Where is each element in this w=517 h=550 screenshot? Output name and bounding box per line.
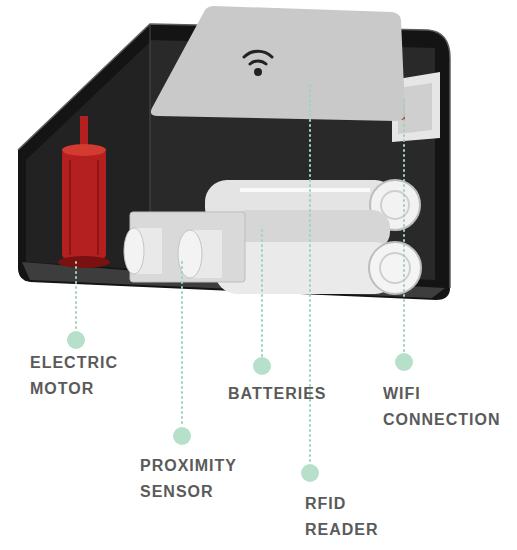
electric-motor: [62, 144, 106, 156]
leader-line: [181, 262, 183, 426]
electric-motor: [62, 148, 106, 260]
wifi-symbol: [250, 61, 266, 64]
battery-end: [380, 253, 410, 283]
motor-ridge: [69, 160, 71, 255]
leader-line: [403, 100, 405, 352]
marker-dot: [395, 353, 413, 371]
leader-line: [75, 262, 77, 330]
wifi-symbol: [254, 68, 262, 76]
motor-base: [58, 256, 110, 268]
motor-ridge: [97, 160, 99, 255]
marker-dot: [301, 464, 319, 482]
proximity-sensor: [178, 230, 202, 278]
marker-dot: [67, 331, 85, 349]
part-label: ELECTRIC MOTOR: [30, 350, 130, 402]
battery-highlight: [240, 188, 370, 192]
part-label: BATTERIES: [228, 381, 358, 407]
marker-dot: [253, 357, 271, 375]
battery-end: [369, 242, 421, 294]
proximity-sensor: [124, 228, 144, 274]
sensor-board: [130, 212, 245, 282]
leader-line: [261, 230, 263, 356]
leader-line: [309, 85, 311, 463]
part-label: WIFI CONNECTION: [383, 381, 508, 433]
part-label: PROXIMITY SENSOR: [140, 453, 252, 505]
marker-dot: [173, 427, 191, 445]
rfid-plate: [151, 6, 405, 121]
part-label: RFID READER: [305, 491, 397, 543]
wifi-symbol: [244, 51, 272, 57]
